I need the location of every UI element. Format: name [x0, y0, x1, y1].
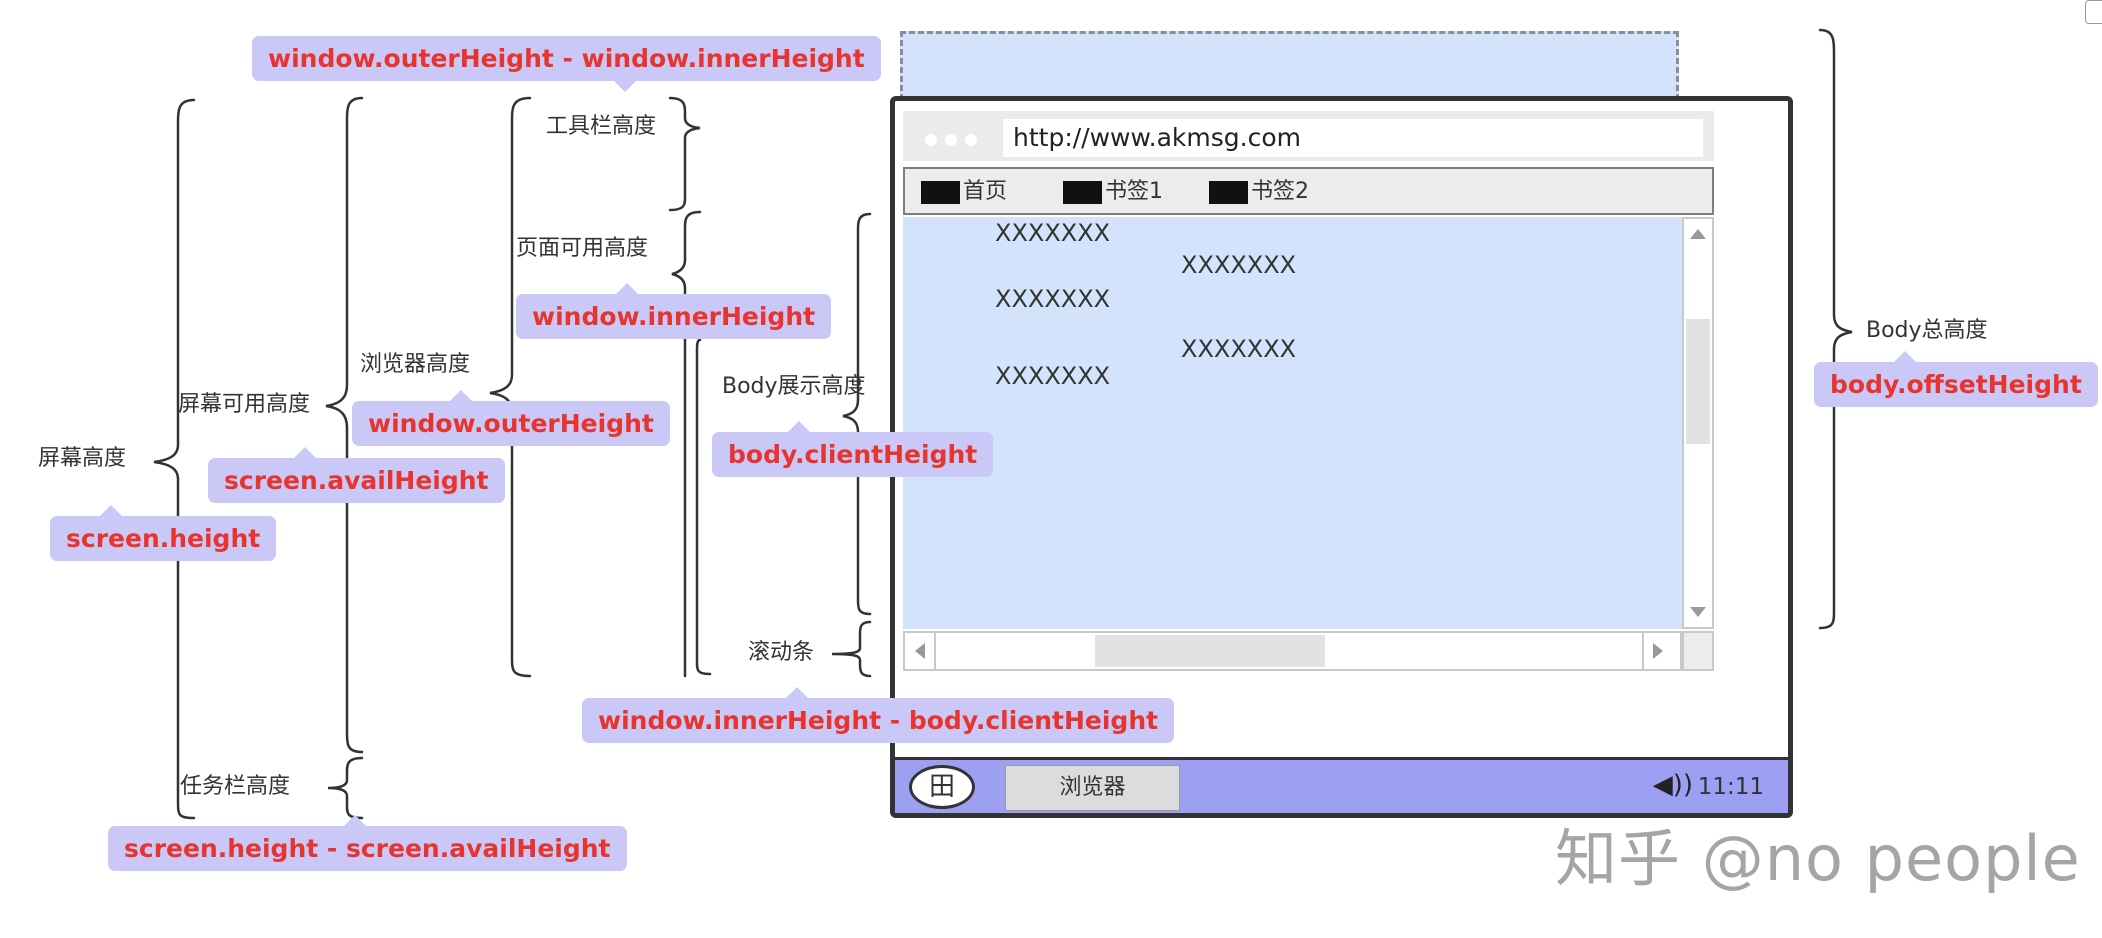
tag-screen-minus-avail: screen.height - screen.availHeight [108, 815, 627, 871]
vertical-scrollbar[interactable] [1682, 217, 1714, 629]
brace-scrollbar [831, 620, 872, 678]
label-screen-height: 屏幕高度 [38, 446, 127, 471]
tag-body-client-height: body.clientHeight [712, 421, 994, 477]
start-button[interactable]: 田 [909, 765, 975, 809]
vertical-scroll-thumb[interactable] [1686, 319, 1710, 444]
tag-text: window.innerHeight - body.clientHeight [598, 706, 1159, 735]
label-toolbar-height: 工具栏高度 [546, 114, 657, 139]
tag-body-offset-height: body.offsetHeight [1814, 351, 2098, 407]
brace-taskbar-height [327, 756, 364, 820]
content-text: XXXXXXX [1181, 251, 1297, 279]
tag-screen-height: screen.height [50, 505, 277, 561]
label-page-avail-height: 页面可用高度 [516, 236, 649, 261]
tag-text: screen.height - screen.availHeight [124, 834, 611, 863]
horizontal-scroll-thumb[interactable] [1095, 635, 1325, 667]
tag-outer-minus-inner: window.outerHeight - window.innerHeight [252, 36, 881, 92]
window-dot-icon [925, 134, 937, 146]
horizontal-scrollbar[interactable] [903, 631, 1682, 671]
tag-text: screen.availHeight [224, 466, 489, 495]
taskbar-browser-button[interactable]: 浏览器 [1005, 765, 1180, 811]
body-overflow-area [900, 31, 1679, 100]
brace-screen-avail-height [325, 96, 364, 754]
speaker-icon[interactable]: ◀)) [1652, 770, 1693, 800]
scrollbar-corner [1682, 631, 1714, 671]
brace-page-avail-height [671, 210, 702, 678]
brace-toolbar-height [668, 96, 701, 212]
tag-outer-height: window.outerHeight [352, 390, 670, 446]
tag-text: window.outerHeight [368, 409, 654, 438]
label-browser-height: 浏览器高度 [360, 352, 471, 377]
content-text: XXXXXXX [995, 219, 1111, 247]
brace-page-avail-lower [695, 338, 712, 676]
page-content: XXXXXXX XXXXXXX XXXXXXX XXXXXXX XXXXXXX [903, 217, 1682, 629]
bookmark-1[interactable]: 书签1 [1105, 179, 1163, 204]
content-text: XXXXXXX [995, 285, 1111, 313]
label-screen-avail-height: 屏幕可用高度 [178, 392, 311, 417]
scroll-arrow-icons [915, 633, 1663, 669]
tag-inner-minus-client: window.innerHeight - body.clientHeight [582, 687, 1175, 743]
brace-body-total-height [1818, 28, 1853, 630]
tag-inner-height: window.innerHeight [516, 283, 832, 339]
content-text: XXXXXXX [1181, 335, 1297, 363]
page-corner-checkbox[interactable] [2085, 0, 2102, 24]
bookmark-home[interactable]: 首页 [963, 179, 1008, 204]
label-taskbar-height: 任务栏高度 [180, 774, 291, 799]
brace-screen-height [153, 98, 196, 820]
window-dot-icon [945, 134, 957, 146]
label-body-display-height: Body展示高度 [722, 374, 866, 399]
tag-text: window.outerHeight - window.innerHeight [268, 44, 865, 73]
folder-icon [1209, 181, 1248, 204]
tag-text: body.offsetHeight [1830, 370, 2082, 399]
clock: 11:11 [1697, 774, 1764, 800]
address-bar: http://www.akmsg.com [903, 111, 1714, 161]
bookmark-bar: 首页 书签1 书签2 [903, 167, 1714, 215]
brace-browser-height [489, 96, 532, 678]
tag-text: window.innerHeight [532, 302, 816, 331]
tag-text: screen.height [66, 524, 261, 553]
watermark: 知乎 @no people [1555, 822, 2081, 895]
scroll-arrow-icons [1690, 229, 1706, 617]
folder-icon [1063, 181, 1102, 204]
window-dot-icon [965, 134, 977, 146]
folder-icon [921, 181, 960, 204]
browser-window: http://www.akmsg.com 首页 书签1 书签2 XXXXXXX … [890, 96, 1793, 818]
tag-text: body.clientHeight [728, 440, 978, 469]
brace-body-display-height [842, 212, 872, 616]
label-scrollbar: 滚动条 [748, 640, 815, 665]
taskbar: 田 浏览器 ◀)) 11:11 [895, 757, 1788, 813]
bookmark-2[interactable]: 书签2 [1251, 179, 1309, 204]
label-body-total-height: Body总高度 [1866, 318, 1988, 343]
url-field[interactable]: http://www.akmsg.com [1003, 119, 1703, 157]
tag-screen-avail-height: screen.availHeight [208, 447, 505, 503]
content-text: XXXXXXX [995, 362, 1111, 390]
